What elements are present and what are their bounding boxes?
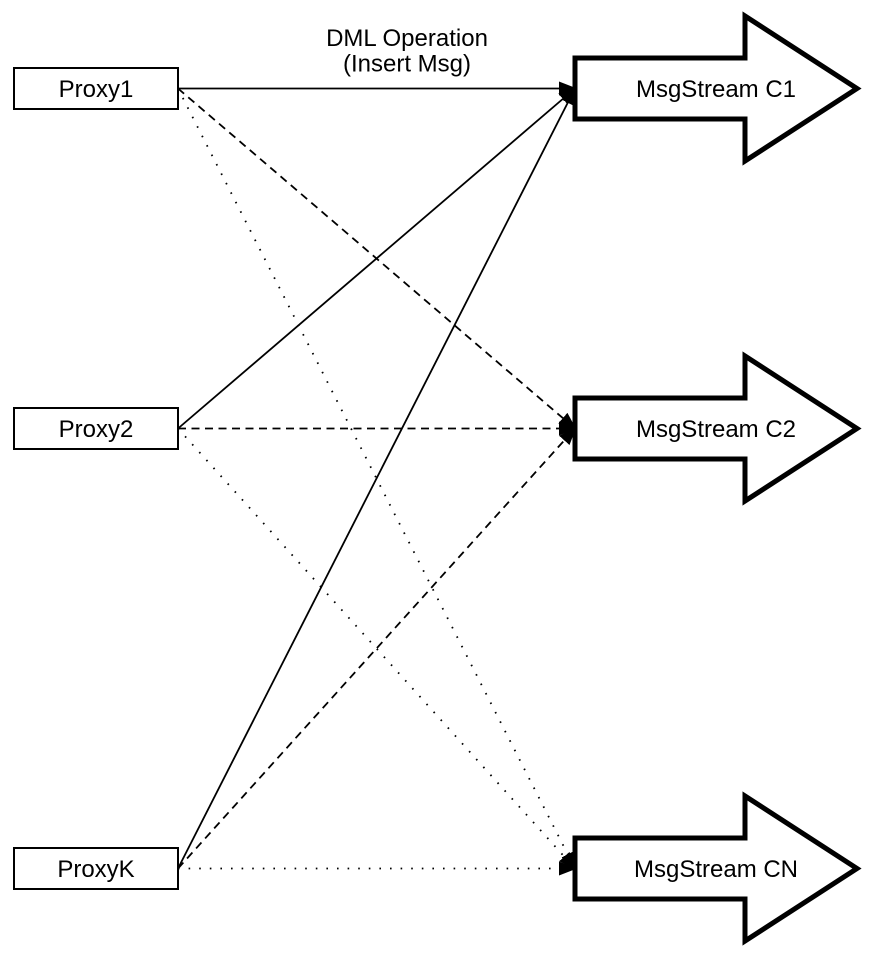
proxyk-label: ProxyK [57, 856, 134, 883]
dml-operation-label-line1: DML Operation [326, 25, 488, 52]
msgstream-c1-arrow-icon [572, 11, 862, 166]
edge-proxy2-to-c1 [177, 87, 577, 430]
dml-operation-label-line2: (Insert Msg) [343, 51, 471, 78]
msgstream-cn-label: MsgStream CN [634, 856, 798, 883]
edges-layer [177, 81, 577, 876]
msgstream-c2-arrow-icon [572, 351, 862, 506]
dml-operation-annotation: DML Operation (Insert Msg) [326, 25, 488, 78]
stream-node-c1: MsgStream C1 [572, 11, 862, 166]
proxy-node-k: ProxyK [13, 847, 179, 890]
stream-node-c2: MsgStream C2 [572, 351, 862, 506]
msgstream-c2-label: MsgStream C2 [636, 416, 796, 443]
proxy1-box [13, 67, 179, 110]
proxy-node-1: Proxy1 [13, 67, 179, 110]
proxyk-box [13, 847, 179, 890]
proxy1-label: Proxy1 [59, 76, 134, 103]
edge-proxyk-to-c1 [177, 86, 576, 869]
edge-proxyk-to-c2 [177, 427, 577, 870]
msgstream-cn-arrow-icon [572, 791, 862, 946]
stream-node-cn: MsgStream CN [572, 791, 862, 946]
proxy2-box [13, 407, 179, 450]
proxy2-label: Proxy2 [59, 416, 134, 443]
msgstream-c1-label: MsgStream C1 [636, 76, 796, 103]
proxy-node-2: Proxy2 [13, 407, 179, 450]
